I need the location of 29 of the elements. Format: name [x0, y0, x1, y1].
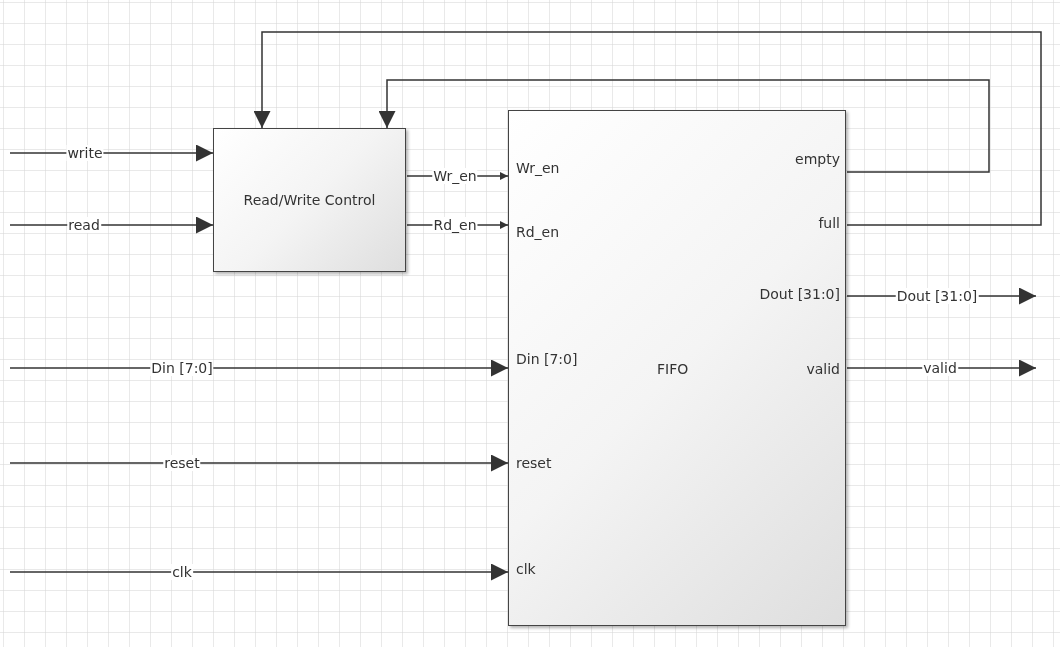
- edge-label: write: [66, 145, 104, 161]
- port-label: full: [818, 214, 840, 232]
- block-label: Read/Write Control: [242, 191, 377, 209]
- edge-label: clk: [171, 564, 193, 580]
- arrow: [9, 359, 509, 377]
- arrow: [253, 31, 1042, 226]
- edge-label: valid: [922, 360, 958, 376]
- block-label: FIFO: [657, 360, 689, 378]
- edge-label: Din [7:0]: [150, 360, 214, 376]
- port-label: Din [7:0]: [516, 350, 578, 368]
- arrow: [9, 454, 509, 472]
- arrow: [378, 79, 990, 173]
- port-label: Rd_en: [516, 223, 560, 241]
- port-label: clk: [516, 560, 536, 578]
- arrow: [9, 216, 214, 234]
- port-label: empty: [795, 150, 840, 168]
- block-box: [213, 128, 406, 272]
- port-label: reset: [516, 454, 552, 472]
- port-label: valid: [806, 360, 840, 378]
- arrow: [9, 144, 214, 162]
- edge-label: read: [67, 217, 101, 233]
- edge-label: Wr_en: [432, 168, 478, 184]
- edge-label: Rd_en: [432, 217, 478, 233]
- edge-label: Dout [31:0]: [895, 288, 979, 304]
- port-label: Wr_en: [516, 159, 560, 177]
- port-label: Dout [31:0]: [759, 285, 840, 303]
- edge-label: reset: [163, 455, 201, 471]
- block-box: [508, 110, 846, 626]
- arrow: [9, 563, 509, 581]
